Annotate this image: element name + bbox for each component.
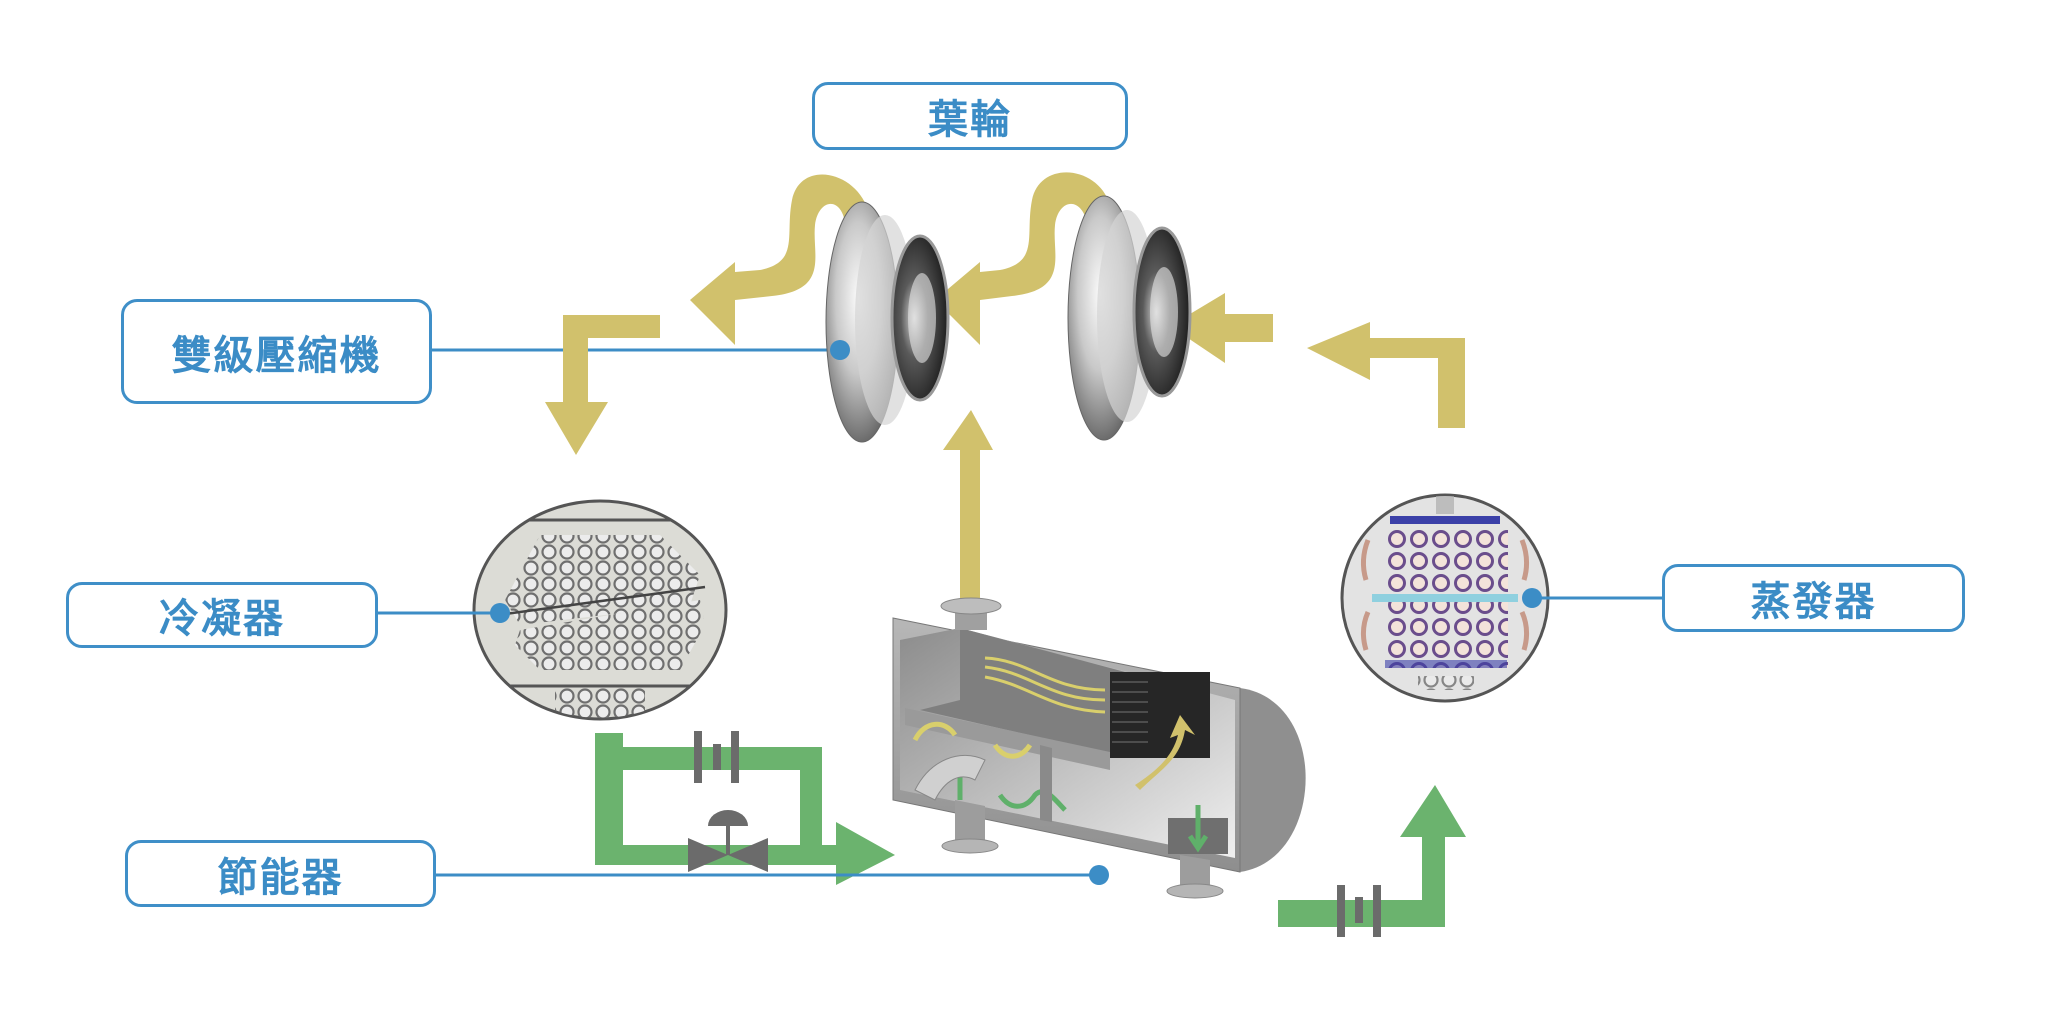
pointer-dot-economizer [1089, 865, 1109, 885]
label-condenser: 冷凝器 [66, 582, 378, 648]
expansion-valve-icon [688, 810, 768, 872]
label-economizer-text: 節能器 [217, 854, 344, 901]
label-condenser-text: 冷凝器 [159, 596, 285, 642]
liquid-flow-piping [595, 733, 1466, 927]
arrow-from-evaporator [1307, 322, 1465, 428]
orifice-icon [694, 731, 739, 783]
label-impeller-text: 葉輪 [928, 97, 1012, 143]
label-evaporator-text: 蒸發器 [1750, 579, 1877, 625]
arrow-stage1-exit [690, 174, 868, 345]
impeller-stage-2 [1067, 195, 1192, 441]
pointer-dot-condenser [490, 603, 510, 623]
evaporator-feed-pipe [1278, 785, 1466, 927]
pointer-dot-compressor [830, 340, 850, 360]
arrow-economizer-up [943, 410, 993, 610]
arrow-stage2-exit [935, 172, 1110, 345]
label-impeller: 葉輪 [812, 82, 1128, 150]
pointer-dot-evaporator [1522, 588, 1542, 608]
vapor-flow-arrows [545, 172, 1465, 610]
arrow-into-stage2 [1170, 293, 1273, 363]
evaporator-cross-section [1340, 493, 1550, 703]
condenser-cross-section [472, 499, 728, 721]
impeller-stage-1 [825, 201, 950, 443]
label-economizer: 節能器 [125, 840, 436, 907]
economizer-vessel [892, 597, 1306, 899]
label-compressor-text: 雙級壓縮機 [171, 332, 382, 379]
arrow-down-to-condenser [545, 315, 660, 455]
label-evaporator: 蒸發器 [1662, 564, 1965, 632]
orifice-icon-evaporator [1337, 885, 1381, 937]
label-two-stage-compressor: 雙級壓縮機 [121, 299, 432, 404]
bypass-loop [595, 733, 895, 885]
